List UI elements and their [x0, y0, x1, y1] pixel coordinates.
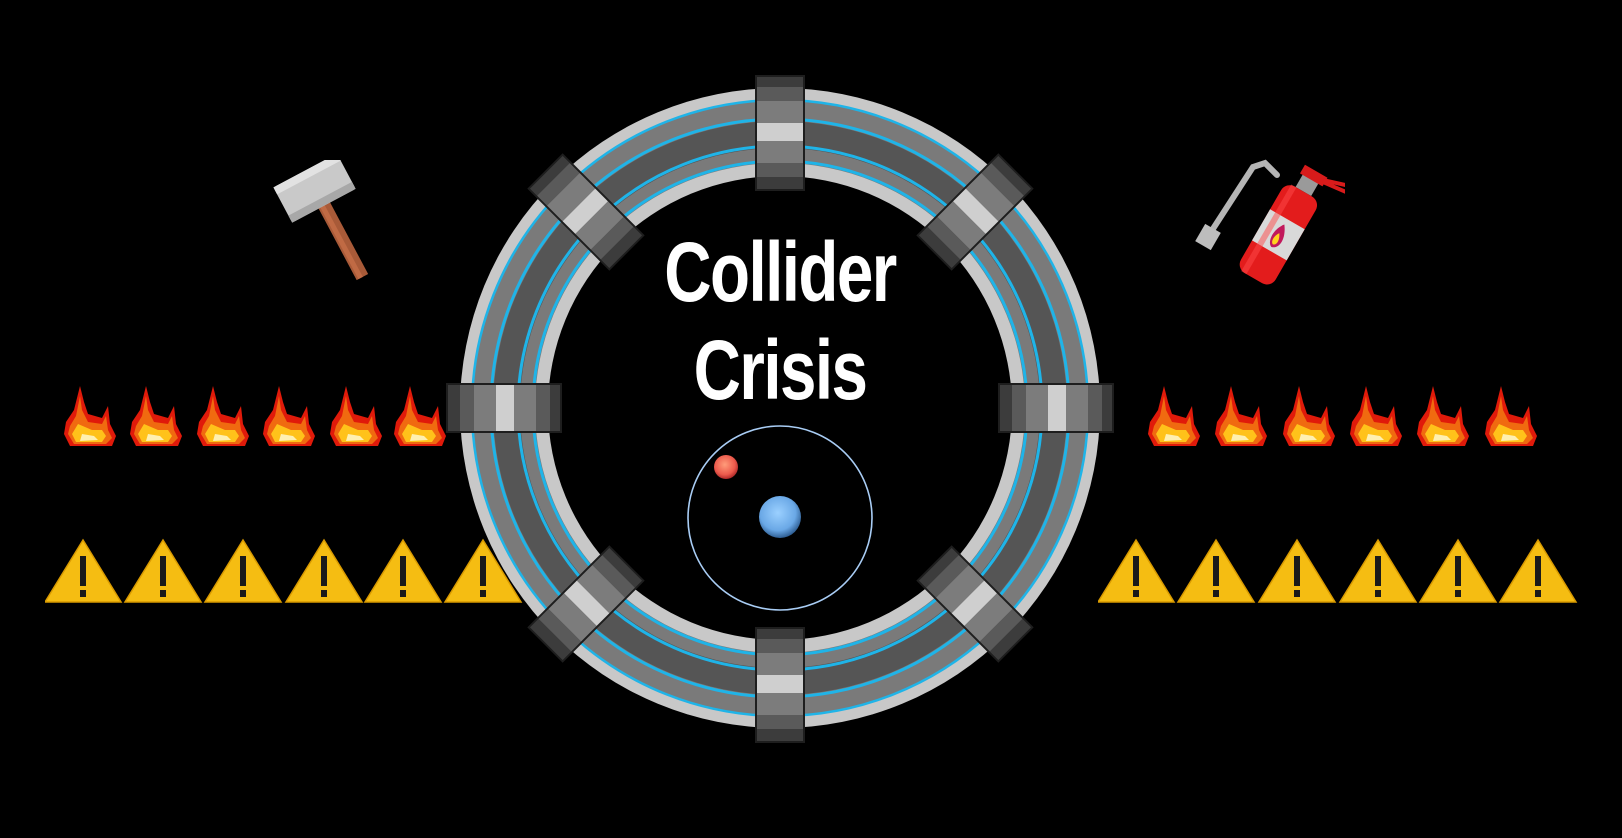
fire-icon [263, 386, 315, 446]
warning-icon [1419, 539, 1497, 603]
magnet-segment-top [755, 75, 805, 191]
fire-icon [394, 386, 446, 446]
fire-icon [1485, 386, 1537, 446]
fire-icon [197, 386, 249, 446]
fire-icon [1283, 386, 1335, 446]
fire-icon [64, 386, 116, 446]
hammer-icon[interactable] [265, 160, 385, 290]
right-warning-row [1097, 538, 1588, 613]
right-fire-row [1146, 384, 1546, 459]
fire-icon [330, 386, 382, 446]
orbit-ring [687, 425, 873, 611]
warning-icon [444, 539, 522, 603]
warning-icon [1258, 539, 1336, 603]
magnet-segment-right [998, 383, 1114, 433]
magnet-segment-left [446, 383, 562, 433]
warning-icon [285, 539, 363, 603]
nucleus-particle [759, 496, 801, 538]
fire-icon [130, 386, 182, 446]
warning-icon [364, 539, 442, 603]
warning-icon [1499, 539, 1577, 603]
fire-icon [1350, 386, 1402, 446]
game-title-line-1: Collider [664, 225, 897, 319]
left-warning-row [44, 538, 535, 613]
warning-icon [1097, 539, 1175, 603]
fire-icon [1215, 386, 1267, 446]
electron-particle [714, 455, 738, 479]
fire-icon [1417, 386, 1469, 446]
game-title-line-2: Crisis [693, 323, 868, 417]
magnet-segment-bottom [755, 627, 805, 743]
warning-icon [124, 539, 202, 603]
fire-extinguisher-icon[interactable] [1195, 155, 1345, 290]
left-fire-row [62, 384, 462, 459]
warning-icon [204, 539, 282, 603]
warning-icon [44, 539, 122, 603]
fire-icon [1148, 386, 1200, 446]
warning-icon [1339, 539, 1417, 603]
warning-icon [1177, 539, 1255, 603]
